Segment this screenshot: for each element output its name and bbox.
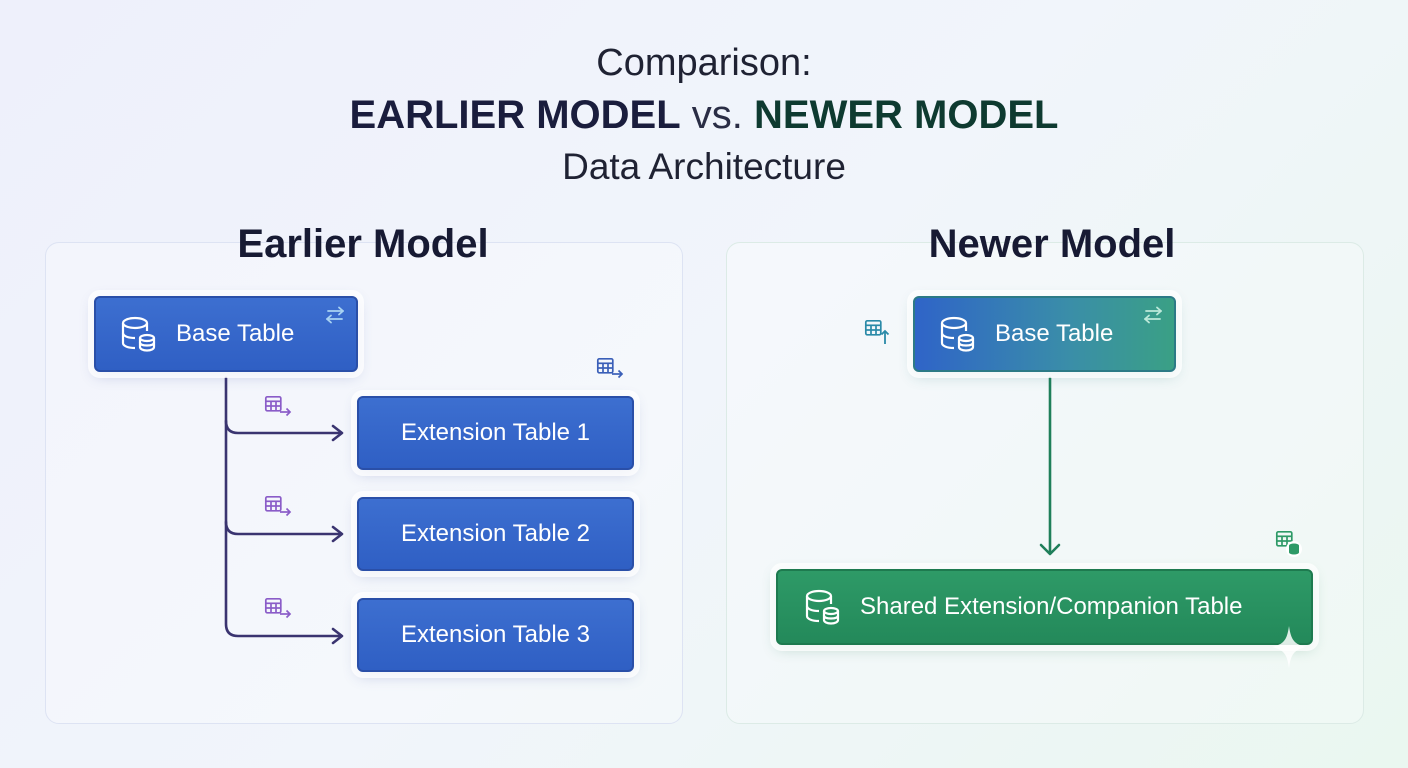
extension-table-3[interactable]: Extension Table 3 [357,598,634,672]
database-icon [940,316,975,352]
swap-arrows-icon [326,306,344,324]
right-connector-arrow [1039,376,1061,556]
left-connector-tree [224,376,344,645]
extension-table-1[interactable]: Extension Table 1 [357,396,634,470]
earlier-model-heading: Earlier Model [237,222,489,266]
table-export-icon [598,359,622,378]
earlier-base-table-label: Base Table [176,320,295,347]
title-newer-model: NEWER MODEL [754,93,1059,137]
title-earlier-model: EARLIER MODEL [349,93,681,137]
swap-arrows-icon [1144,306,1162,324]
newer-base-table-label: Base Table [995,320,1114,347]
database-icon [121,316,156,352]
shared-table-label: Shared Extension/Companion Table [860,593,1243,620]
sparkle-icon [1272,626,1306,668]
table-export-icon [266,599,290,618]
shared-extension-companion-table[interactable]: Shared Extension/Companion Table [776,569,1313,645]
table-export-icon [266,497,290,516]
title-line-1: Comparison: [596,42,812,84]
extension-table-3-label: Extension Table 3 [400,621,591,648]
extension-table-1-label: Extension Table 1 [400,419,591,446]
table-import-icon [864,319,890,344]
title-block: Comparison: EARLIER MODEL vs. NEWER MODE… [0,38,1408,192]
extension-table-2[interactable]: Extension Table 2 [357,497,634,571]
earlier-base-table[interactable]: Base Table [94,296,358,372]
database-icon [805,589,840,625]
title-line-3: Data Architecture [562,146,846,187]
title-vs: vs. [680,93,755,137]
table-export-icon [266,397,290,416]
extension-table-2-label: Extension Table 2 [400,520,591,547]
newer-base-table[interactable]: Base Table [913,296,1176,372]
table-database-icon [1275,530,1302,557]
title-line-2: EARLIER MODEL vs. NEWER MODEL [0,88,1408,142]
newer-model-heading: Newer Model [928,222,1176,266]
